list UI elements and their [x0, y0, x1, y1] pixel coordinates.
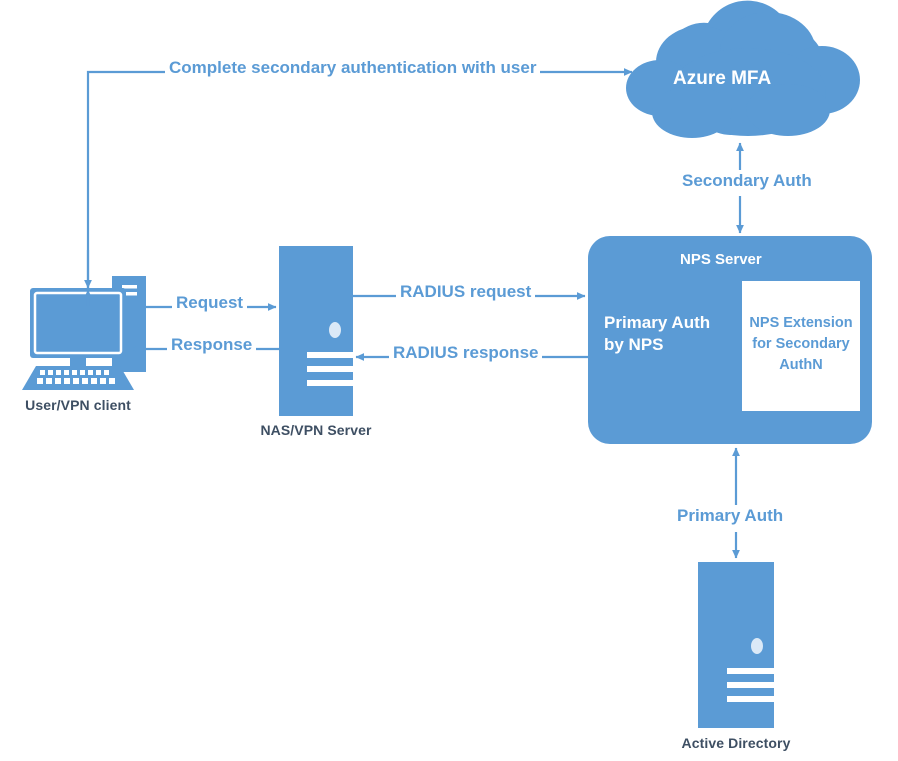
flow-label-primary-auth: Primary Auth — [673, 506, 788, 527]
user-vpn-client-caption: User/VPN client — [25, 397, 131, 413]
active-directory-caption: Active Directory — [681, 735, 791, 751]
nps-extension-line3: AuthN — [779, 357, 823, 374]
flow-label-radius-response: RADIUS response — [389, 343, 543, 364]
flow-label-radius-request: RADIUS request — [396, 282, 536, 303]
nps-primary-auth-text: Primary Auth by NPS — [604, 312, 710, 356]
server-tower-icon-nas — [279, 246, 363, 416]
flow-label-secondary-auth: Secondary Auth — [678, 171, 816, 192]
nps-extension-line1: NPS Extension — [749, 315, 853, 331]
nps-primary-auth-line2: by NPS — [604, 335, 664, 355]
nps-extension-box-text: NPS Extension for Secondary AuthN — [736, 313, 866, 376]
flow-label-complete-secondary-auth: Complete secondary authentication with u… — [165, 58, 541, 79]
nps-extension-line2: for Secondary — [752, 336, 850, 353]
desktop-computer-icon — [22, 276, 146, 390]
nps-server-box — [588, 236, 872, 444]
cloud-icon — [626, 0, 860, 138]
server-tower-icon-ad — [698, 562, 783, 728]
nas-vpn-server-caption: NAS/VPN Server — [260, 422, 372, 438]
connector-complete-secondary-auth — [84, 68, 633, 306]
flow-label-request: Request — [172, 293, 248, 314]
nps-primary-auth-line1: Primary Auth — [604, 313, 711, 332]
flow-label-response: Response — [167, 335, 257, 356]
nps-server-title: NPS Server — [680, 251, 762, 268]
azure-mfa-label: Azure MFA — [673, 68, 772, 89]
